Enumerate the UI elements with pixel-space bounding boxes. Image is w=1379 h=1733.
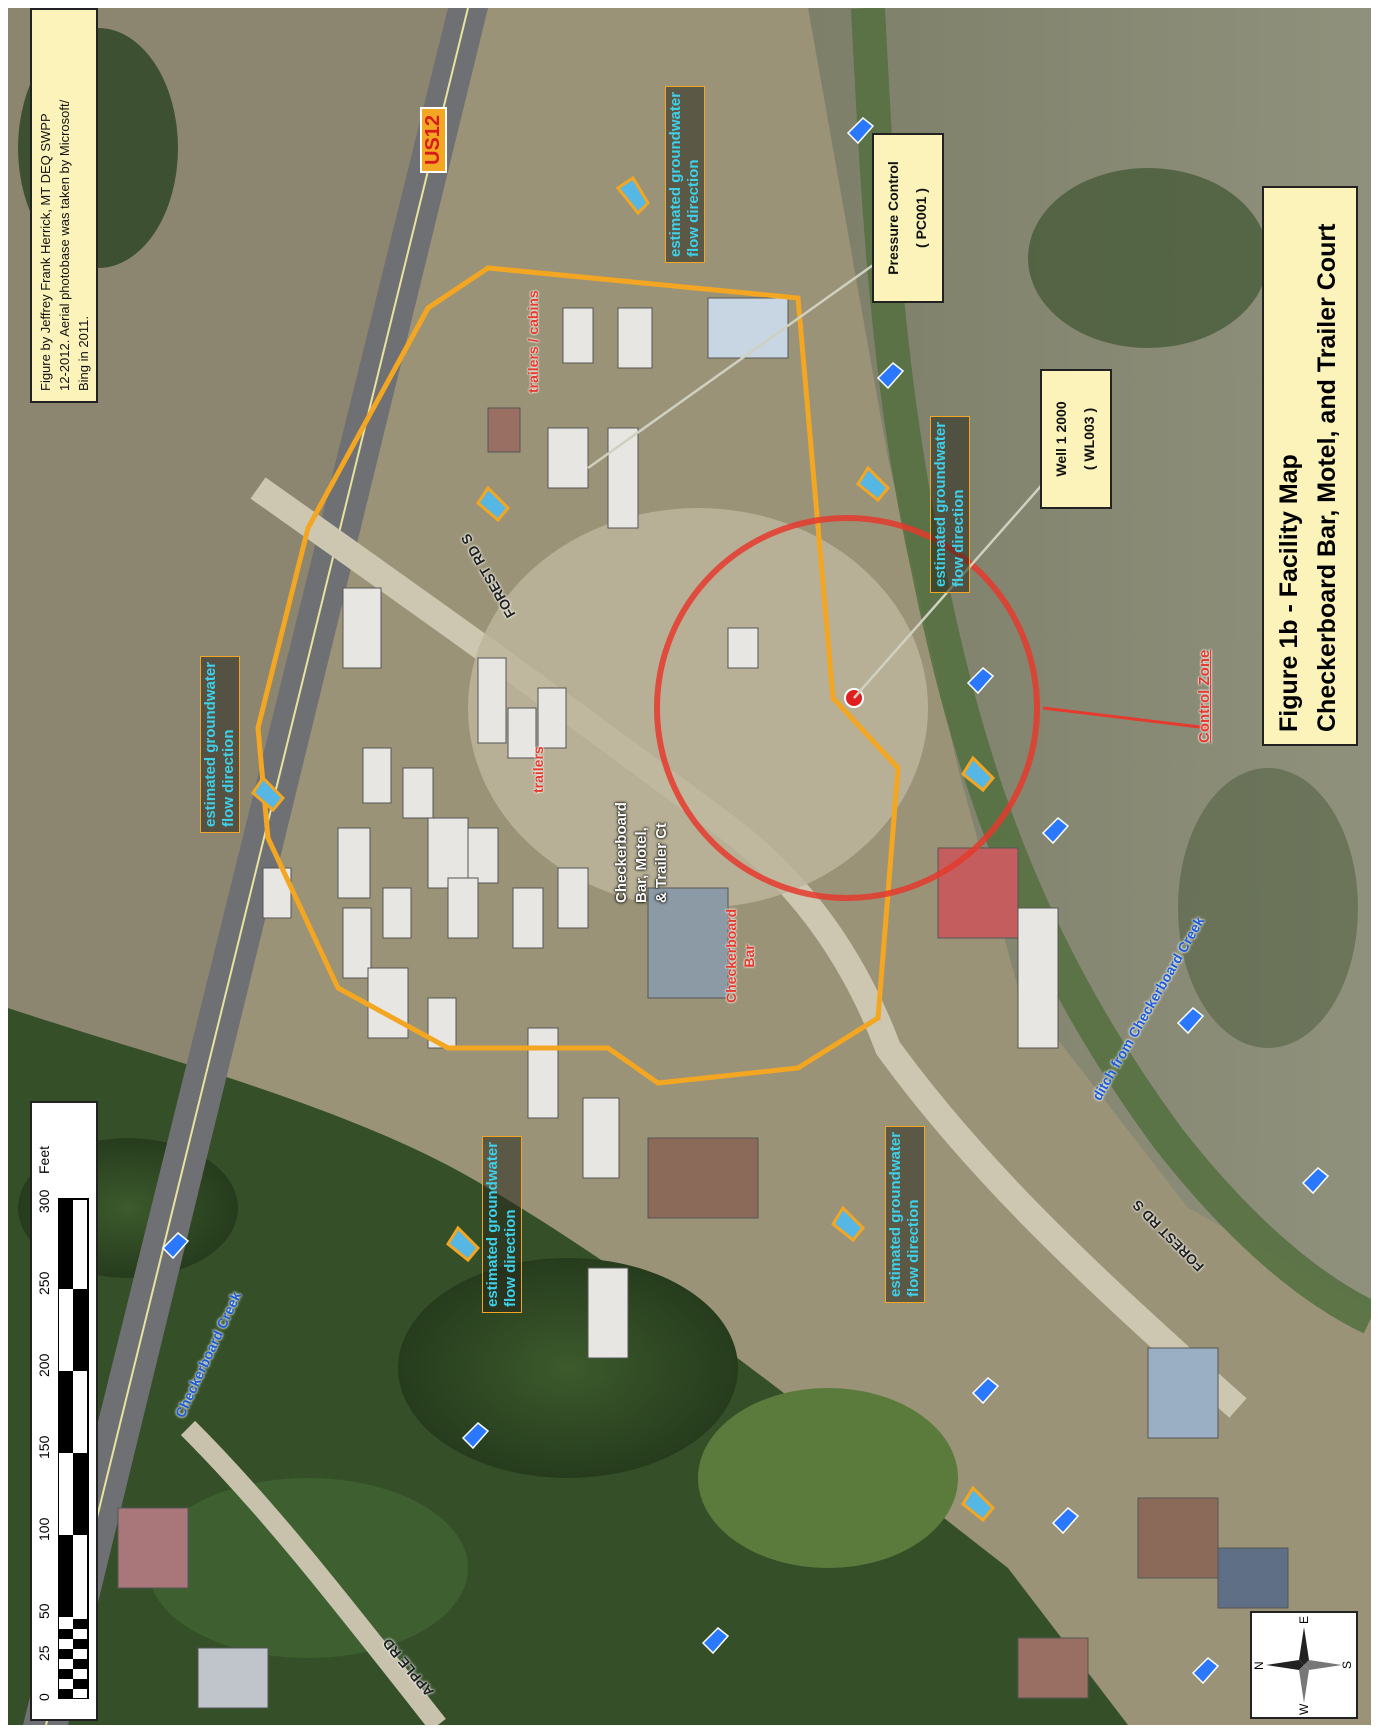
scale-tick: 100	[36, 1517, 52, 1541]
control-zone-label: Control Zone	[1196, 649, 1213, 743]
groundwater-label: estimated groundwater flow direction	[885, 1125, 925, 1303]
facility-label-line2: Bar, Motel,	[633, 827, 650, 903]
scale-tick: 0	[36, 1693, 52, 1701]
north-arrow-icon	[1266, 1627, 1342, 1703]
aerial-photobase	[8, 8, 1371, 1725]
map-title-line2: Checkerboard Bar, Motel, and Trailer Cou…	[1313, 223, 1341, 732]
groundwater-label-line2: flow direction	[220, 729, 237, 828]
forest-rd-upper-label: FOREST RD S	[457, 531, 519, 621]
creek-upper-label: ditch from Checkerboard Creek	[1088, 913, 1208, 1103]
groundwater-label-line2: flow direction	[502, 1209, 519, 1308]
groundwater-label-line2: flow direction	[950, 489, 967, 588]
scale-tick: 50	[36, 1603, 52, 1619]
groundwater-label-line1: estimated groundwater	[484, 1141, 501, 1307]
checkerboard-bar-line1: Checkerboard	[723, 908, 739, 1003]
creek-lower-label: Checkerboard Creek	[171, 1289, 245, 1420]
scale-tick: 25	[36, 1645, 52, 1661]
compass: N S W E	[1250, 1611, 1358, 1719]
groundwater-label-line2: flow direction	[685, 159, 702, 258]
trailers-label: trailers	[530, 746, 546, 793]
scale-tick: 300	[36, 1189, 52, 1213]
scale-tick: 200	[36, 1353, 52, 1377]
facility-boundary	[255, 265, 901, 1086]
credit-line1: Figure by Jeffrey Frank Herrick, MT DEQ …	[38, 113, 53, 391]
groundwater-arrow-icon	[251, 175, 996, 1523]
groundwater-label-line1: estimated groundwater	[667, 91, 684, 257]
groundwater-label-line1: estimated groundwater	[887, 1131, 904, 1297]
pressure-control-id: ( PC001 )	[913, 188, 929, 248]
groundwater-label: estimated groundwater flow direction	[482, 1135, 522, 1313]
groundwater-label: estimated groundwater flow direction	[665, 85, 705, 263]
checkerboard-bar-line2: Bar	[741, 944, 757, 968]
pressure-control-box: Pressure Control ( PC001 )	[872, 133, 944, 303]
scale-unit: Feet	[36, 1145, 52, 1174]
scale-tick: 150	[36, 1435, 52, 1459]
scale-bar-graphic	[58, 1198, 89, 1699]
pressure-control-name: Pressure Control	[885, 161, 901, 275]
groundwater-label-line1: estimated groundwater	[202, 661, 219, 827]
creek-flow-arrow-icon	[161, 116, 1330, 1685]
well-box: Well 1 2000 ( WL003 )	[1040, 369, 1112, 509]
groundwater-label-line1: estimated groundwater	[932, 421, 949, 587]
compass-n: N	[1252, 1661, 1266, 1670]
well-name: Well 1 2000	[1053, 401, 1069, 477]
compass-w: W	[1297, 1703, 1311, 1715]
facility-label: Checkerboard Bar, Motel, & Trailer Ct	[612, 802, 672, 903]
map-title-line1: Figure 1b - Facility Map	[1275, 454, 1303, 732]
apple-rd-label: APPLE RD	[379, 1635, 437, 1700]
facility-label-line1: Checkerboard	[613, 802, 630, 903]
scale-tick: 250	[36, 1271, 52, 1295]
scale-bar: 0 25 50 100 150 200 250 300	[30, 1101, 98, 1721]
groundwater-label-line2: flow direction	[905, 1199, 922, 1298]
well-id: ( WL003 )	[1081, 407, 1097, 471]
credit-line2: 12-2012. Aerial photobase was taken by M…	[57, 99, 72, 391]
highway-label: US12	[420, 106, 447, 173]
credit-line3: Bing in 2011.	[76, 316, 91, 391]
trailers-cabins-label: trailers / cabins	[525, 290, 541, 393]
forest-rd-lower-label: FOREST RD S	[1129, 1197, 1207, 1275]
credit-box: Figure by Jeffrey Frank Herrick, MT DEQ …	[30, 8, 98, 403]
scale-bar-ticks: 0 25 50 100 150 200 250 300	[36, 1181, 54, 1701]
buildings	[117, 297, 1289, 1709]
compass-e: E	[1297, 1615, 1311, 1624]
map-title: Figure 1b - Facility Map Checkerboard Ba…	[1262, 186, 1358, 746]
groundwater-label: estimated groundwater flow direction	[930, 415, 970, 593]
checkerboard-bar-label: Checkerboard Bar	[722, 909, 758, 1003]
control-zone-circle	[654, 515, 1040, 901]
compass-s: S	[1340, 1660, 1354, 1669]
facility-label-line3: & Trailer Ct	[653, 822, 670, 903]
groundwater-label: estimated groundwater flow direction	[200, 655, 240, 833]
